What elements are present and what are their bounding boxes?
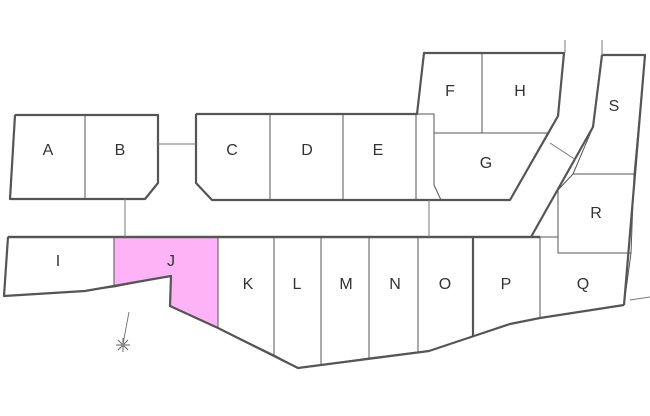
lot-o[interactable] xyxy=(417,236,474,353)
lot-k[interactable] xyxy=(217,236,275,356)
lot-label-p: P xyxy=(501,276,512,293)
lot-label-q: Q xyxy=(577,276,589,293)
lot-label-h: H xyxy=(514,83,526,100)
lot-label-b: B xyxy=(115,142,126,159)
block-rs-outline xyxy=(602,53,647,306)
road-edge-right xyxy=(530,54,604,238)
lot-label-a: A xyxy=(43,142,54,159)
lot-label-f: F xyxy=(445,83,455,100)
lot-l[interactable] xyxy=(273,236,322,369)
lot-label-e: E xyxy=(373,142,384,159)
lot-label-m: M xyxy=(339,276,352,293)
lot-label-o: O xyxy=(439,276,451,293)
lot-label-i: I xyxy=(56,253,60,270)
lot-label-g: G xyxy=(480,155,492,172)
lot-label-c: C xyxy=(226,142,238,159)
block-ab-outline xyxy=(8,113,160,201)
lot-m[interactable] xyxy=(320,236,370,366)
lot-label-n: N xyxy=(389,276,401,293)
lot-label-k: K xyxy=(243,276,254,293)
lot-n[interactable] xyxy=(368,236,419,359)
north-arrow-icon xyxy=(116,311,130,352)
block-ch-outline xyxy=(194,51,566,202)
south-bottom-edge xyxy=(2,236,625,370)
lot-label-s: S xyxy=(609,98,620,115)
lot-label-l: L xyxy=(293,276,302,293)
east-ext-line xyxy=(629,296,650,301)
lot-label-r: R xyxy=(590,205,602,222)
measure-line-4 xyxy=(549,142,577,161)
lot-label-j: J xyxy=(167,253,175,270)
lot-label-d: D xyxy=(301,142,313,159)
